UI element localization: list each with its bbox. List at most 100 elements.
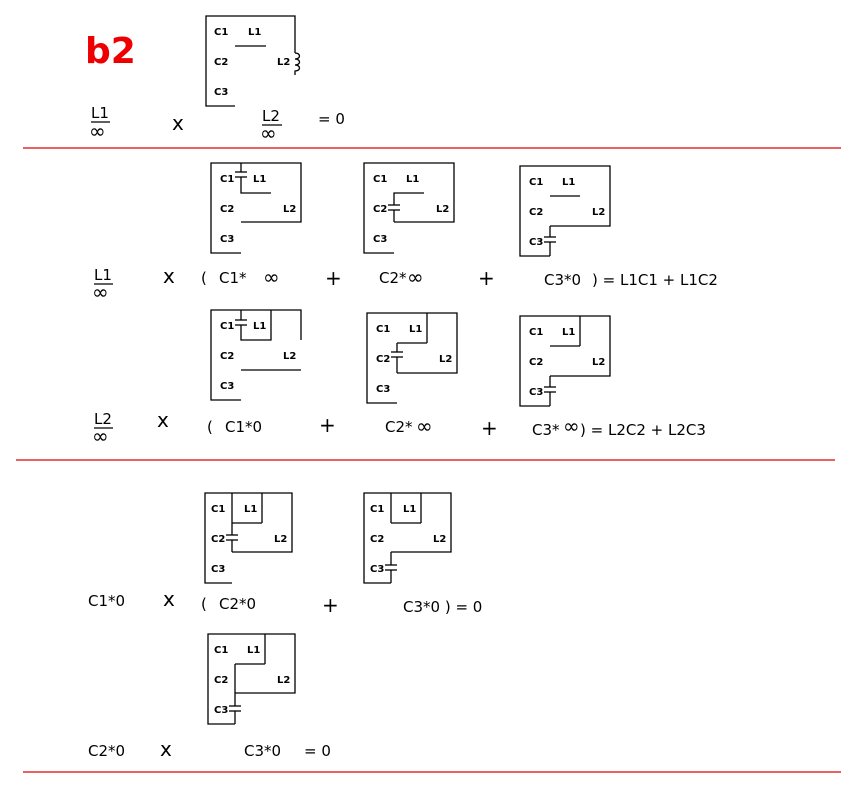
fraction-l1-s1: L1 ∞ <box>89 104 110 143</box>
svg-text:L1: L1 <box>562 177 575 188</box>
svg-text:L1: L1 <box>247 645 260 656</box>
svg-text:C2: C2 <box>529 357 543 368</box>
svg-text:C1: C1 <box>370 504 384 515</box>
svg-text:∞: ∞ <box>92 280 109 304</box>
svg-text:C1*: C1* <box>219 269 247 287</box>
svg-text:C2*: C2* <box>385 418 413 436</box>
svg-text:L2: L2 <box>283 204 296 215</box>
svg-text:∞: ∞ <box>563 414 580 438</box>
lhs-c2: C2*0 <box>88 742 125 760</box>
svg-text:C2: C2 <box>211 534 225 545</box>
circuit-box-s3-r2-a: C1 L1 C2 L2 C3 <box>207 633 296 725</box>
svg-text:L2: L2 <box>436 204 449 215</box>
circuit-box-s2-r2-a: C1 L1 C2 L2 C3 <box>210 309 302 401</box>
svg-text:∞: ∞ <box>407 265 424 289</box>
svg-text:L2: L2 <box>433 534 446 545</box>
svg-text:∞: ∞ <box>92 424 109 448</box>
section-title: b2 <box>85 31 136 72</box>
circuit-box-s2-r2-c: C1 L1 C2 L2 C3 <box>519 315 611 407</box>
label-c1: C1 <box>214 27 228 38</box>
svg-text:C1: C1 <box>214 645 228 656</box>
label-c2: C2 <box>214 57 228 68</box>
svg-text:∞: ∞ <box>263 265 280 289</box>
svg-text:∞: ∞ <box>260 121 277 145</box>
svg-text:(: ( <box>207 418 213 436</box>
svg-text:C2*: C2* <box>379 269 407 287</box>
circuit-box-s2-r1-c: C1 L1 C2 L2 C3 <box>519 165 611 257</box>
svg-text:C3*0: C3*0 <box>244 742 281 760</box>
svg-text:L1: L1 <box>406 174 419 185</box>
svg-text:L1: L1 <box>409 324 422 335</box>
svg-text:C1: C1 <box>220 174 234 185</box>
fraction-l2-s2: L2 ∞ <box>92 410 113 448</box>
circuit-box-s2-r2-b: C1 L1 C2 L2 C3 <box>366 312 458 404</box>
circuit-box-s1: C1 L1 C2 L2 C3 <box>205 15 301 107</box>
svg-text:+: + <box>319 413 336 437</box>
svg-text:= 0: = 0 <box>304 742 331 760</box>
fraction-l2-s1: L2 ∞ <box>260 107 282 145</box>
svg-text:L2: L2 <box>274 534 287 545</box>
svg-text:C2: C2 <box>373 204 387 215</box>
svg-text:C1: C1 <box>376 324 390 335</box>
label-l1: L1 <box>248 27 261 38</box>
svg-text:L2: L2 <box>262 107 280 125</box>
label-l2: L2 <box>277 57 290 68</box>
svg-text:C2: C2 <box>370 534 384 545</box>
svg-text:C3*0: C3*0 <box>544 271 581 289</box>
svg-text:L2: L2 <box>439 354 452 365</box>
svg-text:x: x <box>160 737 172 761</box>
svg-text:C3: C3 <box>529 237 543 248</box>
svg-text:+: + <box>481 416 498 440</box>
svg-text:) = L2C2 + L2C3: ) = L2C2 + L2C3 <box>580 421 706 439</box>
times-symbol: x <box>172 111 184 135</box>
svg-text:C3: C3 <box>220 381 234 392</box>
svg-text:L1: L1 <box>562 327 575 338</box>
circuit-box-s2-r1-b: C1 L1 C2 L2 C3 <box>363 162 455 254</box>
svg-text:) = L1C1 + L1C2: ) = L1C1 + L1C2 <box>592 271 718 289</box>
svg-text:C3: C3 <box>373 234 387 245</box>
svg-text:C2: C2 <box>529 207 543 218</box>
svg-text:L1: L1 <box>91 104 109 122</box>
svg-text:L1: L1 <box>403 504 416 515</box>
svg-text:L1: L1 <box>253 174 266 185</box>
svg-text:C3*: C3* <box>532 421 560 439</box>
svg-text:L2: L2 <box>94 410 112 428</box>
svg-text:(: ( <box>201 269 207 287</box>
svg-text:C1: C1 <box>373 174 387 185</box>
svg-text:C3: C3 <box>376 384 390 395</box>
svg-text:C1*0: C1*0 <box>225 418 262 436</box>
svg-text:L2: L2 <box>592 357 605 368</box>
svg-text:C2: C2 <box>220 204 234 215</box>
circuit-box-s2-r1-a: C1 L1 C2 L2 C3 <box>210 162 302 254</box>
svg-text:C3: C3 <box>370 564 384 575</box>
svg-text:L1: L1 <box>94 266 112 284</box>
svg-text:+: + <box>325 266 342 290</box>
svg-text:C2: C2 <box>220 351 234 362</box>
svg-text:x: x <box>163 264 175 288</box>
svg-text:x: x <box>157 408 169 432</box>
svg-text:C2: C2 <box>214 675 228 686</box>
svg-text:C1: C1 <box>529 177 543 188</box>
svg-text:C1: C1 <box>211 504 225 515</box>
circuit-box-s3-r1-a: C1 L1 C2 L2 C3 <box>204 492 293 584</box>
svg-text:C2: C2 <box>376 354 390 365</box>
label-c3: C3 <box>214 87 228 98</box>
circuit-box-s3-r1-b: C1 L1 C2 L2 C3 <box>363 492 452 584</box>
svg-text:L1: L1 <box>244 504 257 515</box>
svg-text:C3*0 ) = 0: C3*0 ) = 0 <box>403 598 482 616</box>
svg-text:(: ( <box>201 595 207 613</box>
svg-text:L1: L1 <box>253 321 266 332</box>
svg-text:+: + <box>478 266 495 290</box>
svg-text:L2: L2 <box>283 351 296 362</box>
svg-text:L2: L2 <box>277 675 290 686</box>
svg-text:C1: C1 <box>220 321 234 332</box>
svg-text:x: x <box>163 587 175 611</box>
svg-text:C3: C3 <box>220 234 234 245</box>
svg-text:C3: C3 <box>529 387 543 398</box>
fraction-l1-s2: L1 ∞ <box>92 266 113 304</box>
svg-text:+: + <box>322 593 339 617</box>
lhs-c1: C1*0 <box>88 592 125 610</box>
svg-text:C2*0: C2*0 <box>219 595 256 613</box>
